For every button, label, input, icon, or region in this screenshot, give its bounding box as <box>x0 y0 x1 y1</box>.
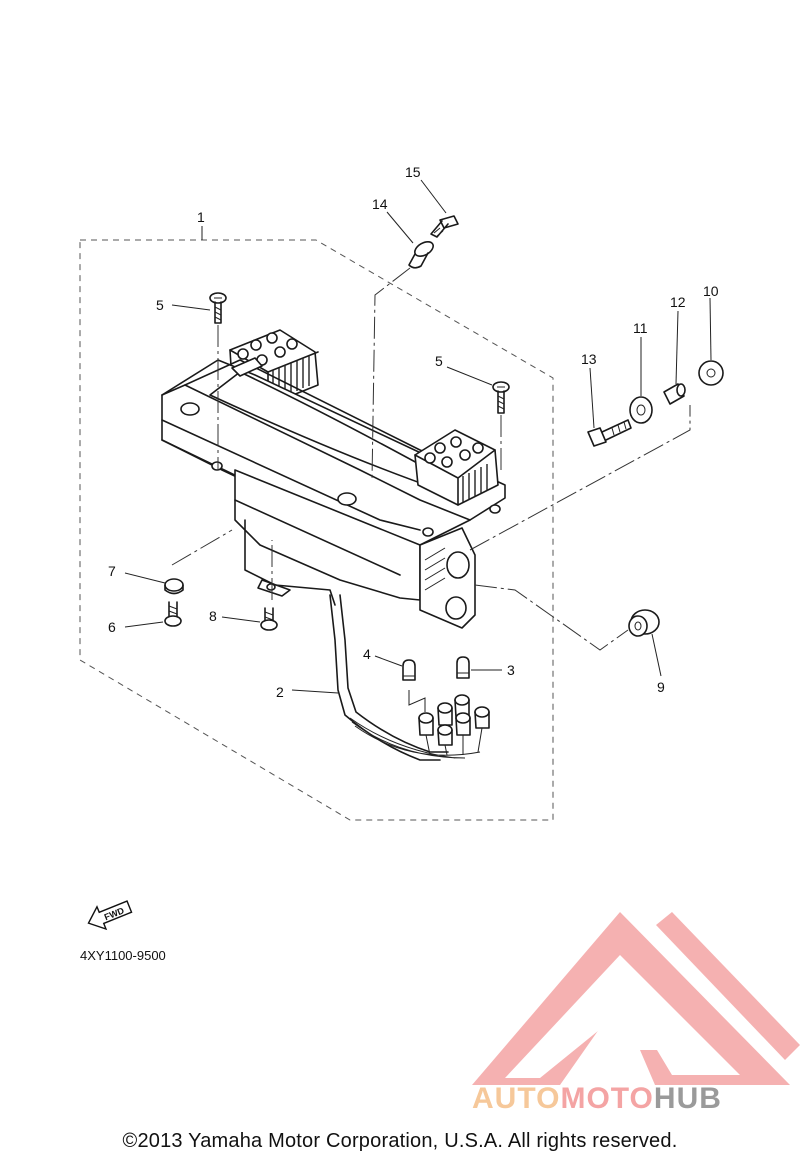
fwd-arrow-icon: FWD <box>87 900 133 931</box>
callout-9: 9 <box>657 679 665 695</box>
collar-12 <box>663 383 686 405</box>
callout-13: 13 <box>581 351 597 367</box>
centerline-14 <box>371 267 411 481</box>
callout-leaders <box>124 179 712 694</box>
bulb-3 <box>456 656 470 679</box>
washer-10 <box>698 360 724 386</box>
assembly-boundary <box>79 239 554 821</box>
bolt-6 <box>164 601 182 627</box>
brand-part-auto: AUTO <box>472 1082 561 1115</box>
wire-harness-2 <box>329 594 490 761</box>
callout-7: 7 <box>108 563 116 579</box>
callout-numbers: 1 2 3 4 5 5 6 7 8 9 10 11 12 13 14 15 <box>108 164 719 700</box>
grommet-9 <box>628 609 660 637</box>
centerline-7 <box>171 529 233 566</box>
callout-10: 10 <box>703 283 719 299</box>
callout-6: 6 <box>108 619 116 635</box>
screw-5-right <box>492 381 510 414</box>
callout-12: 12 <box>670 294 686 310</box>
callout-2: 2 <box>276 684 284 700</box>
watermark-logo-icon <box>472 912 800 1085</box>
brand-part-moto: MOTO <box>560 1082 654 1115</box>
centerline-mount <box>469 405 691 551</box>
callout-4: 4 <box>363 646 371 662</box>
callout-11: 11 <box>633 320 648 336</box>
centerline-9 <box>474 584 629 651</box>
callout-15: 15 <box>405 164 421 180</box>
grommet-7 <box>164 578 184 595</box>
copyright-notice: ©2013 Yamaha Motor Corporation, U.S.A. A… <box>122 1130 678 1152</box>
bulb-leader <box>408 690 426 712</box>
collar-14 <box>408 240 434 269</box>
diagram-code: 4XY1100-9500 <box>80 948 166 963</box>
callout-1: 1 <box>197 209 205 225</box>
bolt-15 <box>430 215 459 238</box>
grommet-11 <box>629 396 653 424</box>
callout-5-right: 5 <box>435 353 443 369</box>
callout-8: 8 <box>209 608 217 624</box>
brand-part-hub: HUB <box>653 1082 722 1115</box>
bulb-4 <box>402 659 416 681</box>
callout-3: 3 <box>507 662 515 678</box>
bolt-8 <box>260 607 278 631</box>
screw-5-left <box>209 292 227 324</box>
meter-housing <box>161 329 506 629</box>
callout-14: 14 <box>372 196 388 212</box>
callout-5-left: 5 <box>156 297 164 313</box>
bolt-13 <box>587 419 632 447</box>
watermark-brand: AUTOMOTOHUB <box>472 1082 722 1116</box>
